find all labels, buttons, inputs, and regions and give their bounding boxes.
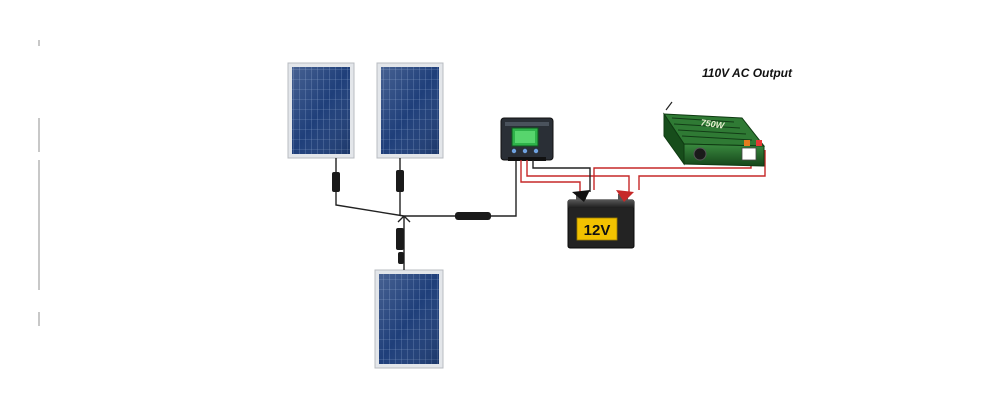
left-edge-mark xyxy=(38,118,40,152)
battery-wiring xyxy=(520,150,766,192)
ac-output-label: 110V AC Output xyxy=(702,66,793,80)
inverter: 750W xyxy=(663,101,766,167)
battery: 12V xyxy=(567,190,635,249)
battery-voltage-label: 12V xyxy=(584,222,611,239)
mc4-connectors xyxy=(332,170,491,264)
left-edge-mark xyxy=(38,160,40,290)
left-edge-mark xyxy=(38,40,40,46)
solar-panel-3 xyxy=(374,269,444,369)
inverter-brand-label: 750W xyxy=(700,117,726,130)
solar-panel-1 xyxy=(287,62,355,159)
left-edge-mark xyxy=(38,312,40,326)
solar-panel-2 xyxy=(376,62,444,159)
charge-controller xyxy=(500,117,554,161)
